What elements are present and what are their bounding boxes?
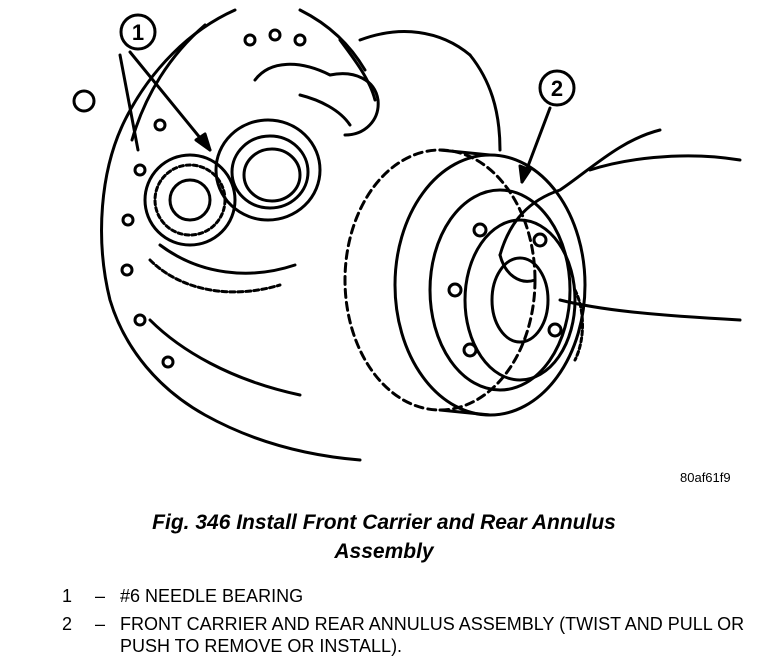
callout-1	[118, 13, 212, 152]
figure-caption: Fig. 346 Install Front Carrier and Rear …	[0, 508, 768, 566]
legend-dash: –	[94, 586, 105, 606]
right-hand	[498, 128, 742, 322]
technical-illustration: 1 2	[72, 8, 742, 462]
left-hand	[253, 38, 380, 137]
legend-text: FRONT CARRIER AND REAR ANNULUS ASSEMBLY …	[120, 614, 745, 656]
legend-number: 2	[62, 614, 73, 634]
legend-item: 1 – #6 NEEDLE BEARING	[62, 585, 760, 607]
inner-gear-set	[143, 153, 297, 294]
transmission-case	[72, 8, 502, 462]
carrier-annulus-assembly	[343, 148, 587, 417]
caption-line-1: Fig. 346 Install Front Carrier and Rear …	[152, 511, 616, 534]
figure-code: 80af61f9	[680, 470, 731, 485]
legend-item: 2 – FRONT CARRIER AND REAR ANNULUS ASSEM…	[62, 613, 760, 657]
legend-number: 1	[62, 586, 73, 606]
callout-2	[518, 69, 576, 184]
legend-text: #6 NEEDLE BEARING	[120, 586, 304, 606]
legend: 1 – #6 NEEDLE BEARING 2 – FRONT CARRIER …	[62, 585, 760, 663]
callout-2-number: 2	[551, 76, 563, 101]
caption-line-2: Assembly	[334, 540, 434, 563]
legend-dash: –	[94, 614, 105, 634]
needle-bearing	[214, 118, 322, 222]
callout-1-number: 1	[132, 20, 144, 45]
